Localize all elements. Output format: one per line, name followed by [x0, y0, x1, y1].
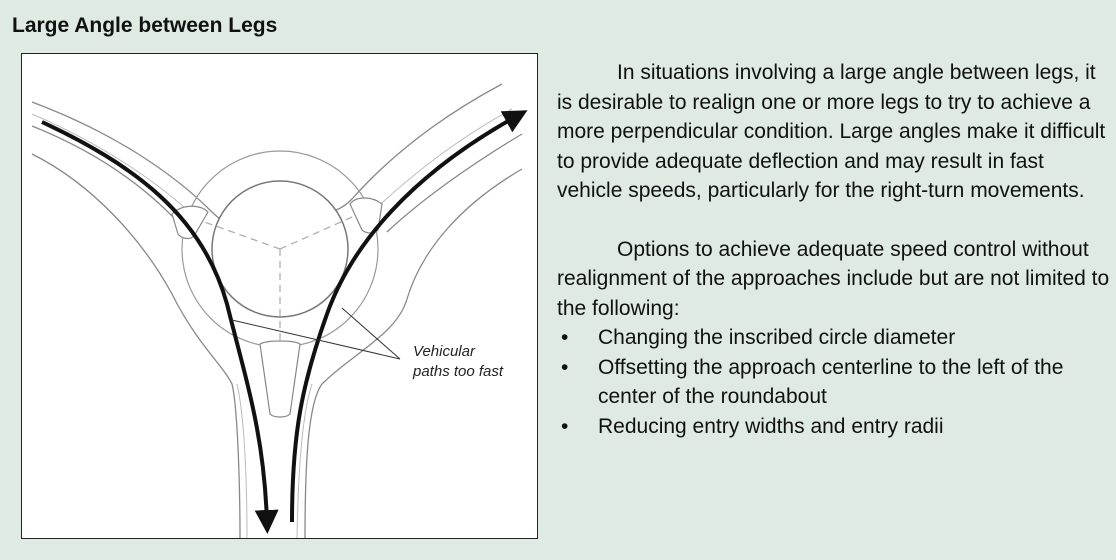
list-item: • Changing the inscribed circle diameter — [557, 323, 1111, 353]
paragraph-2: Options to achieve adequate speed contro… — [557, 237, 1110, 320]
list-item-text: Changing the inscribed circle diameter — [598, 326, 956, 349]
left-leg-outer-top — [31, 101, 248, 226]
lane-lines — [31, 108, 513, 538]
label-line-2: paths too fast — [413, 363, 504, 380]
left-leg-inner-top — [31, 125, 188, 233]
vehicle-path-left — [41, 120, 279, 534]
splitter-south — [259, 340, 301, 418]
label-line-1: Vehicular — [413, 343, 475, 360]
right-leg-outer-bottom — [304, 168, 523, 538]
left-leg-outer-bottom — [31, 153, 241, 538]
options-list: • Changing the inscribed circle diameter… — [557, 323, 1111, 441]
list-item: • Reducing entry widths and entry radii — [557, 412, 1111, 442]
splitter-islands — [171, 197, 383, 418]
bullet-icon: • — [561, 414, 569, 438]
vehicle-path-right — [290, 110, 528, 523]
roundabout-diagram: Vehicular paths too fast — [21, 53, 538, 539]
list-item: • Offsetting the approach centerline to … — [557, 353, 1111, 412]
list-item-text: Offsetting the approach centerline to th… — [598, 355, 1064, 409]
right-leg-inner-top — [386, 133, 523, 233]
paragraph-1: In situations involving a large angle be… — [557, 61, 1106, 202]
vehicular-paths-label: Vehicular paths too fast — [413, 342, 503, 382]
roundabout-drawing — [31, 83, 528, 538]
bullet-icon: • — [561, 326, 569, 349]
body-text: In situations involving a large angle be… — [557, 58, 1111, 441]
road-edges — [31, 83, 523, 538]
bullet-icon: • — [561, 355, 569, 379]
section-heading: Large Angle between Legs — [12, 14, 278, 37]
annotation-leaders — [231, 307, 401, 360]
list-item-text: Reducing entry widths and entry radii — [598, 414, 944, 438]
